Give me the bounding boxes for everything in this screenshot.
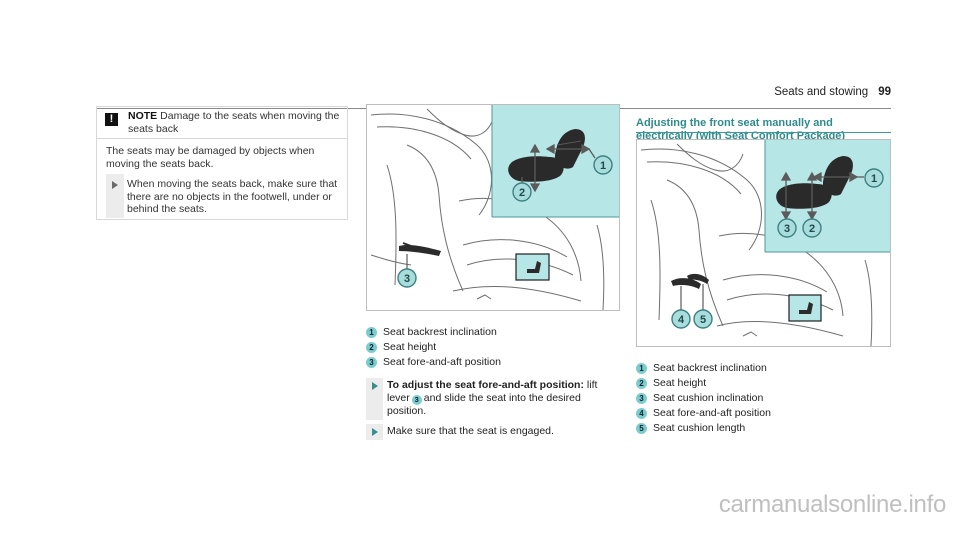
callout-1 [864, 168, 884, 188]
note-step-bar [106, 174, 343, 218]
callout-1 [593, 155, 613, 175]
running-head: Seats and stowing 99 [774, 86, 891, 98]
legend-label: Seat backrest inclination [653, 362, 767, 374]
callout-2-label: 2 [809, 223, 815, 235]
legend-number: 1 [366, 327, 377, 338]
callout-2 [512, 182, 532, 202]
legend-figure-2: 1 Seat backrest inclination 2 Seat heigh… [636, 362, 886, 438]
step-adjust-fore-aft: To adjust the seat fore-and-aft position… [387, 379, 617, 417]
note-step: When moving the seats back, make sure th… [127, 178, 338, 215]
legend-number: 2 [366, 342, 377, 353]
section-name: Seats and stowing [774, 86, 869, 98]
legend-label: Seat fore-and-aft position [653, 407, 771, 419]
legend-label: Seat cushion length [653, 422, 746, 434]
step-check-engaged: Make sure that the seat is engaged. [387, 425, 554, 437]
callout-1-label: 1 [871, 173, 877, 185]
note-title-text: Damage to the seats when moving the seat… [128, 110, 340, 135]
watermark: carmanualsonline.info [718, 491, 946, 518]
seat-illustration-2: 1 2 3 4 5 [640, 140, 890, 346]
step-arrow-icon [372, 428, 378, 436]
legend-label: Seat height [653, 377, 707, 389]
callout-2-label: 2 [519, 187, 525, 199]
legend-number: 3 [636, 393, 647, 404]
legend-number: 3 [366, 357, 377, 368]
seat-illustration-1: 1 2 3 [370, 105, 619, 310]
legend-number: 2 [636, 378, 647, 389]
note-label: NOTE [128, 110, 158, 122]
section-rule [636, 132, 891, 133]
legend-figure-1: 1 Seat backrest inclination 2 Seat heigh… [366, 326, 616, 372]
step-text-b: and slide the seat into the desired posi… [387, 391, 581, 417]
legend-label: Seat height [383, 341, 437, 353]
step-arrow-icon [372, 382, 378, 390]
legend-label: Seat fore-and-aft position [383, 356, 501, 368]
warning-icon: ! [105, 113, 118, 126]
step-bar-1 [366, 378, 383, 420]
note-body: The seats may be damaged by objects when… [106, 145, 315, 170]
callout-3 [397, 268, 417, 288]
legend-number: 5 [636, 423, 647, 434]
callout-3-label: 3 [404, 273, 410, 285]
lever-reference: 3 [411, 394, 422, 405]
step-arrow-icon [112, 181, 118, 189]
seat-figure-electric: 1 2 3 4 5 [636, 139, 891, 347]
step-heading: To adjust the seat fore-and-aft position… [387, 379, 584, 391]
seat-figure-manual: 1 2 3 [366, 104, 620, 311]
callout-4 [671, 309, 691, 329]
callout-1-label: 1 [600, 160, 606, 172]
legend-number: 4 [636, 408, 647, 419]
callout-5-label: 5 [700, 314, 706, 326]
legend-number: 1 [636, 363, 647, 374]
page-number: 99 [878, 86, 891, 98]
callout-3 [777, 218, 797, 238]
callout-5 [693, 309, 713, 329]
callout-4-label: 4 [678, 314, 685, 326]
legend-label: Seat backrest inclination [383, 326, 497, 338]
legend-label: Seat cushion inclination [653, 392, 764, 404]
callout-3-label: 3 [784, 223, 790, 235]
step-text-a: lift lever [387, 379, 598, 404]
callout-2 [802, 218, 822, 238]
